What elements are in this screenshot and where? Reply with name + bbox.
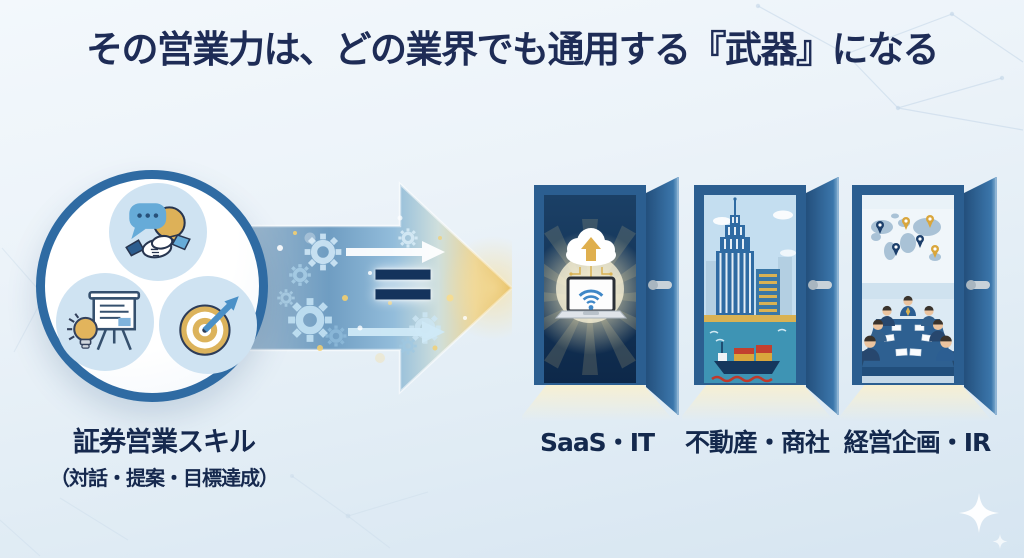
meeting-table xyxy=(862,319,954,376)
world-map-boardroom-icon xyxy=(862,195,954,383)
door-light-spill xyxy=(522,383,674,421)
business-people xyxy=(862,295,954,361)
door-saas-it xyxy=(522,165,692,425)
door-panel xyxy=(646,177,678,415)
door-handle xyxy=(808,280,832,290)
sparkle-dots xyxy=(277,215,467,363)
equals-icon: = xyxy=(366,230,440,333)
world-map-icon xyxy=(871,213,941,261)
door-label-fudosan-shosha: 不動産・商社 xyxy=(684,428,830,457)
transformation-arrow xyxy=(250,178,512,404)
gold-glow xyxy=(441,236,512,340)
cargo-ship-icon xyxy=(714,342,780,374)
office-building-icon xyxy=(756,269,780,315)
sparkle-icon xyxy=(959,493,1008,549)
page-title: その営業力は、どの業界でも通用する『武器』になる xyxy=(86,28,940,71)
laptop-icon xyxy=(554,276,628,319)
skill-label: 証券営業スキル （対話・提案・目標達成） xyxy=(14,420,314,491)
skill-subtitle: （対話・提案・目標達成） xyxy=(50,466,279,490)
wifi-icon xyxy=(578,289,604,310)
idea-presentation-icon xyxy=(56,273,154,371)
quay xyxy=(704,315,796,322)
cloud-laptop-wifi-icon xyxy=(544,195,636,383)
small-cyan-arrow-icon xyxy=(348,321,445,343)
papers xyxy=(883,324,933,357)
dialogue-handshake-icon xyxy=(109,183,207,281)
circuit-lines xyxy=(571,266,611,277)
door-label-saas-it: SaaS・IT xyxy=(539,428,655,457)
door-fudosan-shosha xyxy=(682,165,852,425)
door-label-keieikikaku-ir: 経営企画・IR xyxy=(843,428,992,457)
circuit-nodes xyxy=(569,272,613,276)
skyscraper-cargo-ship-icon xyxy=(704,195,796,383)
small-white-arrow-icon xyxy=(346,241,445,263)
skyscraper-icon xyxy=(716,197,754,315)
door-handle xyxy=(966,280,990,290)
door-handle xyxy=(648,280,672,290)
map-pins xyxy=(876,215,939,258)
door-panel xyxy=(964,177,996,415)
red-wave xyxy=(711,375,773,383)
door-light-spill xyxy=(840,383,992,421)
wave-marks xyxy=(709,328,787,342)
cloud-upload-icon xyxy=(566,228,616,266)
cloud-icon xyxy=(713,210,796,257)
door-keieikikaku-ir xyxy=(840,165,1010,425)
door-light-spill xyxy=(682,383,834,421)
skill-title: 証券営業スキル xyxy=(73,427,256,458)
door-panel xyxy=(806,177,838,415)
target-arrow-icon xyxy=(159,276,257,374)
skill-circle xyxy=(36,170,268,402)
